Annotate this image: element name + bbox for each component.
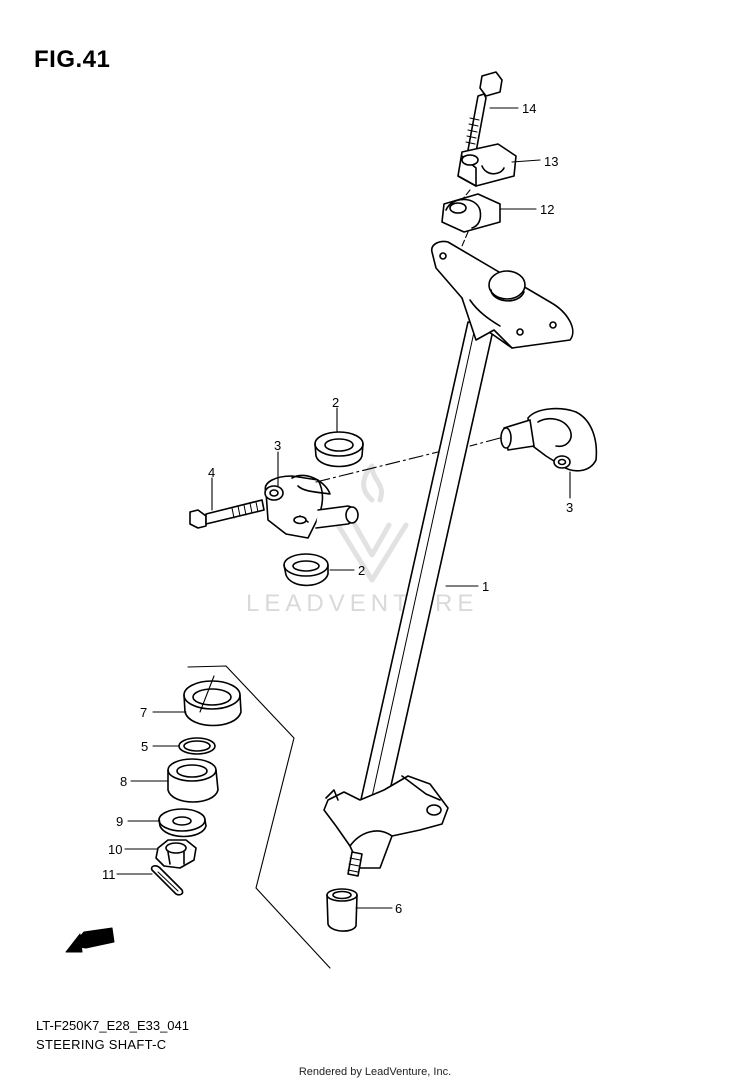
figure-title: FIG.41 — [34, 46, 111, 73]
watermark-text: LEADVENTURE — [246, 590, 478, 617]
callout-5[interactable]: 5 — [141, 739, 148, 754]
part-7-oil-seal[interactable] — [183, 680, 242, 727]
callout-2-lower[interactable]: 2 — [358, 563, 365, 578]
callout-12[interactable]: 12 — [540, 202, 554, 217]
part-5-o-ring[interactable] — [178, 737, 216, 755]
part-10-nut[interactable] — [155, 839, 197, 869]
model-code: LT-F250K7_E28_E33_041 — [36, 1018, 189, 1033]
callout-6[interactable]: 6 — [395, 901, 402, 916]
callout-9[interactable]: 9 — [116, 814, 123, 829]
part-11-cotter-pin[interactable] — [150, 865, 184, 896]
callout-2-upper[interactable]: 2 — [332, 395, 339, 410]
part-14-bolt[interactable] — [465, 71, 503, 153]
callout-8[interactable]: 8 — [120, 774, 127, 789]
part-9-washer[interactable] — [158, 808, 207, 838]
callout-10[interactable]: 10 — [108, 842, 122, 857]
callout-1[interactable]: 1 — [482, 579, 489, 594]
callout-3-right[interactable]: 3 — [566, 500, 573, 515]
watermark-logo — [335, 463, 409, 583]
part-4-bolt[interactable] — [189, 499, 265, 529]
part-2-seal-lower[interactable] — [283, 553, 329, 587]
watermark: LEADVENTURE — [246, 463, 478, 617]
footer-credit: Rendered by LeadVenture, Inc. — [298, 1066, 452, 1078]
part-13-upper-clamp[interactable] — [457, 143, 517, 187]
forward-direction-badge: FWD — [65, 927, 115, 953]
part-8-bearing[interactable] — [167, 758, 219, 803]
callout-numbers: 1 2 2 3 3 4 5 6 7 8 9 10 11 12 13 14 — [102, 101, 573, 916]
leader-lines — [116, 107, 571, 909]
callout-3-left[interactable]: 3 — [274, 438, 281, 453]
callout-4[interactable]: 4 — [208, 465, 215, 480]
section-name: STEERING SHAFT-C — [36, 1037, 167, 1052]
part-3-shaft-holder-right[interactable] — [500, 407, 598, 472]
part-6-bush[interactable] — [326, 888, 358, 932]
callout-11[interactable]: 11 — [102, 867, 116, 882]
callout-7[interactable]: 7 — [140, 705, 147, 720]
assembly-reference-lines — [187, 189, 501, 969]
part-3-shaft-holder-left[interactable] — [264, 474, 359, 539]
part-2-seal-upper[interactable] — [314, 431, 364, 468]
part-1-steering-shaft[interactable] — [323, 240, 574, 877]
callout-13[interactable]: 13 — [544, 154, 558, 169]
callout-14[interactable]: 14 — [522, 101, 536, 116]
part-12-lower-clamp[interactable] — [441, 193, 501, 233]
